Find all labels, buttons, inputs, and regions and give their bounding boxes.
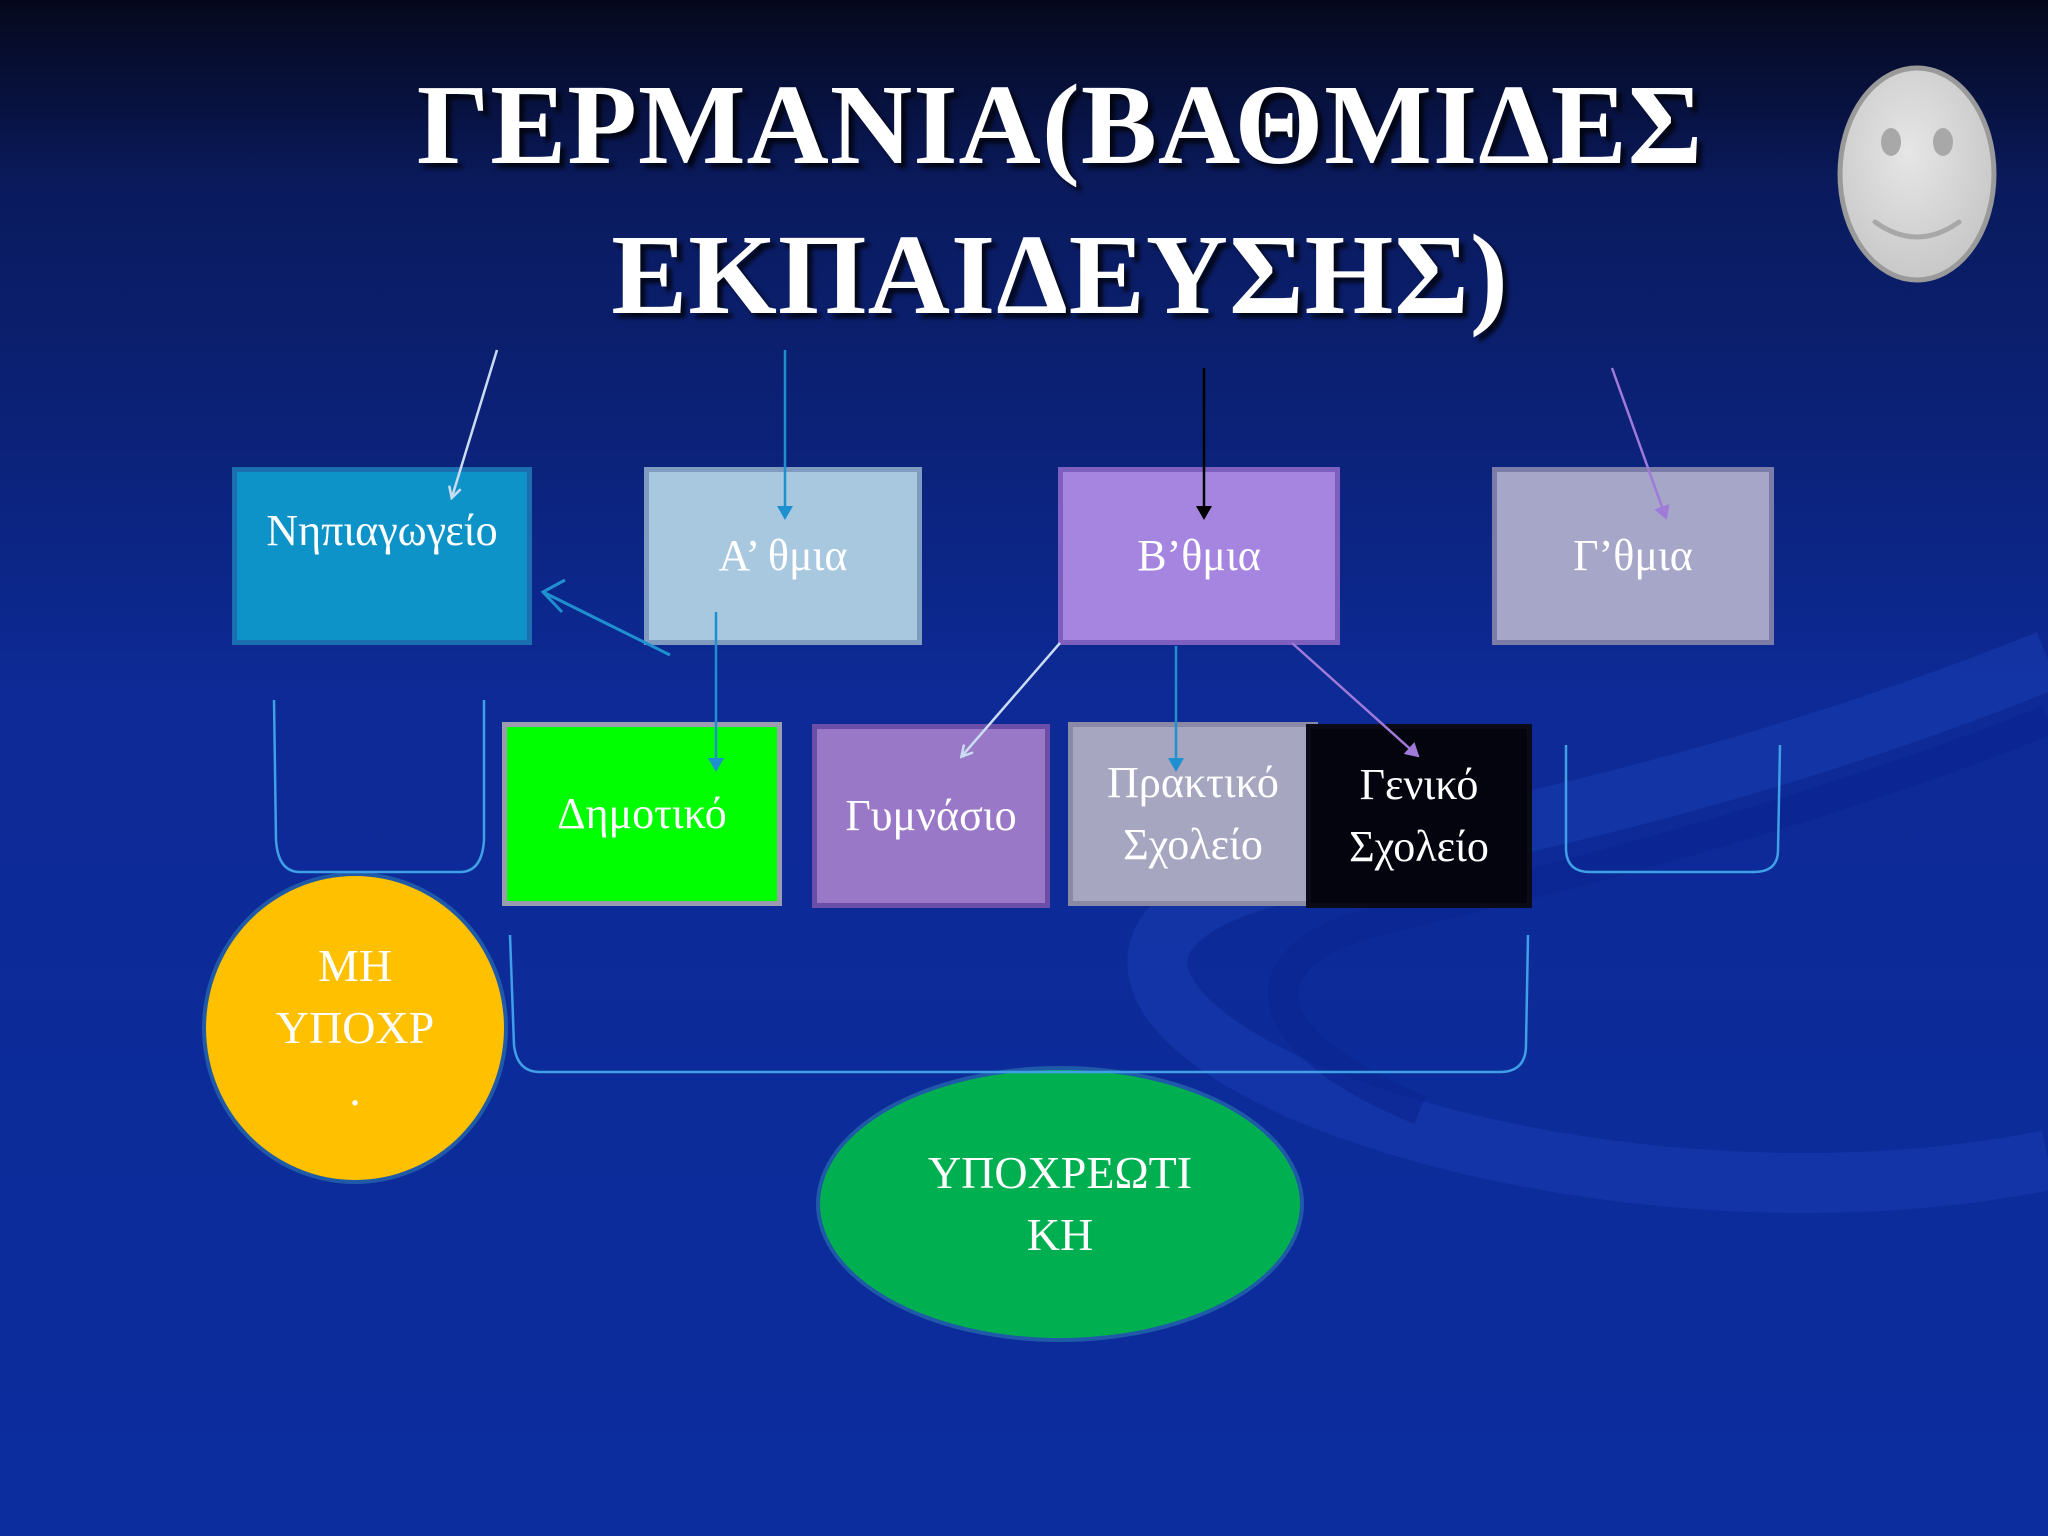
arrow-to-nipiagogeio [452,349,499,497]
praktiko-scholeio-box: Πρακτικό Σχολείο [1068,722,1318,906]
g-thmia-box: Γ’θμια [1492,467,1774,645]
g-thmia-label: Γ’θμια [1573,531,1693,580]
arrow-a-thmia-to-nipiagogeio-head [540,578,566,614]
arrow-b-thmia-to-geniko [1291,642,1420,758]
a-thmia-box: Α’ θμια [644,467,922,645]
arrow-a-thmia-to-nipiagogeio [542,590,671,657]
smiley-face-icon [1837,65,1997,283]
slide-title: ΓΕΡΜΑΝΙΑ(ΒΑΘΜΙΔΕΣ ΕΚΠΑΙΔΕΥΣΗΣ) [416,61,1704,338]
praktiko-scholeio-label: Πρακτικό Σχολείο [1107,758,1279,869]
nipiagogeio-box: Νηπιαγωγείο [232,467,532,645]
gymnasio-label: Γυμνάσιο [845,791,1017,840]
bracket-nipiagogeio [272,699,486,874]
b-thmia-label: Β’θμια [1137,531,1261,580]
ypoxreotiki-label: ΥΠΟΧΡΕΩΤΙ ΚΗ [927,1147,1193,1260]
arrow-to-g-thmia [1610,367,1670,520]
a-thmia-label: Α’ θμια [718,531,848,580]
mi-ypoxreotiki-label: ΜΗ ΥΠΟΧΡ . [275,940,435,1115]
dimotiko-box: Δημοτικό [502,722,782,906]
arrow-b-thmia-to-gymnasio [962,642,1061,756]
geniko-scholeio-label: Γενικό Σχολείο [1349,760,1489,871]
b-thmia-box: Β’θμια [1058,467,1340,645]
bracket-g-thmia [1564,744,1782,874]
nipiagogeio-label: Νηπιαγωγείο [266,506,498,555]
gymnasio-box: Γυμνάσιο [812,724,1050,908]
mi-ypoxreotiki-circle: ΜΗ ΥΠΟΧΡ . [202,872,508,1184]
ypoxreotiki-ellipse: ΥΠΟΧΡΕΩΤΙ ΚΗ [816,1066,1304,1342]
geniko-scholeio-box: Γενικό Σχολείο [1306,724,1532,908]
dimotiko-label: Δημοτικό [557,789,727,838]
bracket-ypoxreotiki [508,934,1530,1074]
